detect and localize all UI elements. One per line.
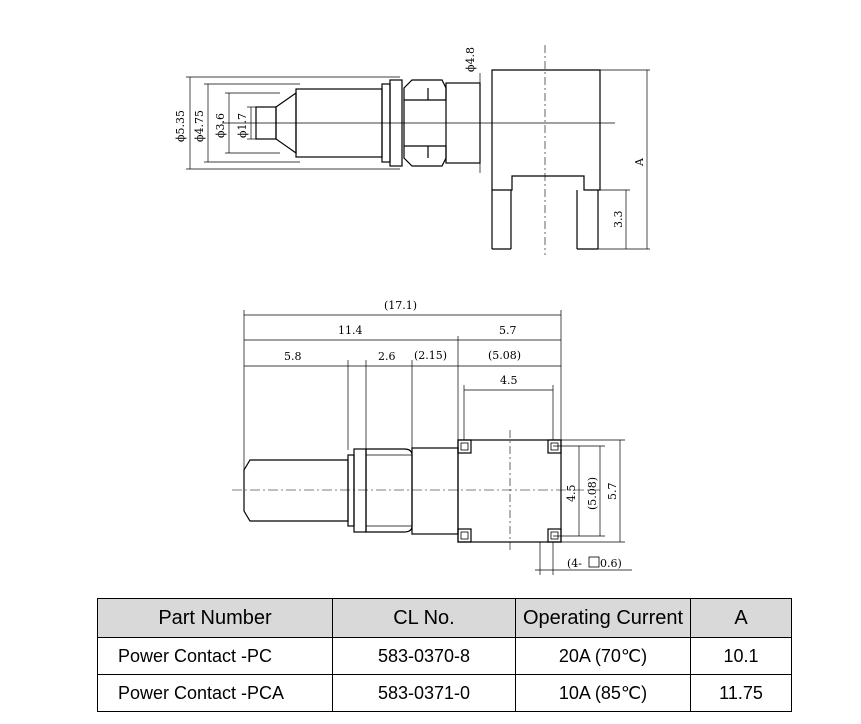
dim-5-7-top: 5.7 [499, 324, 517, 337]
dim-phi-1-7: ϕ1.7 [236, 113, 249, 138]
header-part-number: Part Number [97, 598, 333, 638]
spec-table: Part Number CL No. Operating Current A P… [97, 598, 792, 712]
cell-part-number: Power Contact -PCA [97, 674, 333, 712]
dim-5-08-top: (5.08) [488, 349, 521, 362]
header-a: A [690, 598, 792, 638]
cell-part-number: Power Contact -PC [97, 637, 333, 675]
dim-5-7-vertical: 5.7 [606, 483, 619, 501]
dim-5-8: 5.8 [284, 350, 302, 363]
dim-4-5-horizontal: 4.5 [500, 374, 518, 387]
dim-4-5-vertical: 4.5 [565, 485, 578, 503]
dim-pin-prefix: (4- [567, 557, 582, 570]
cell-a: 11.75 [690, 674, 792, 712]
dim-phi-4-75: ϕ4.75 [193, 110, 206, 142]
dim-phi-3-6: ϕ3.6 [214, 113, 227, 138]
cell-cl-no: 583-0370-8 [332, 637, 516, 675]
dim-11-4: 11.4 [338, 324, 363, 337]
dim-total-17-1: (17.1) [384, 299, 417, 312]
side-view [232, 310, 632, 575]
dim-2-15: (2.15) [414, 349, 447, 362]
table-header-row: Part Number CL No. Operating Current A [97, 598, 792, 638]
dim-3-3: 3.3 [612, 211, 625, 229]
table-row: Power Contact -PC 583-0370-8 20A (70℃) 1… [97, 637, 792, 675]
dim-phi-4-8: ϕ4.8 [464, 47, 477, 72]
dim-2-6: 2.6 [378, 350, 396, 363]
header-cl-no: CL No. [332, 598, 516, 638]
table-row: Power Contact -PCA 583-0371-0 10A (85℃) … [97, 674, 792, 712]
dim-phi-5-35: ϕ5.35 [174, 110, 187, 142]
dim-5-08-vertical: (5.08) [586, 477, 599, 510]
dim-a: A [633, 157, 646, 167]
top-view [186, 45, 650, 255]
cell-cl-no: 583-0371-0 [332, 674, 516, 712]
cell-a: 10.1 [690, 637, 792, 675]
header-operating-current: Operating Current [515, 598, 691, 638]
technical-drawing: ϕ5.35 ϕ4.75 ϕ3.6 ϕ1.7 ϕ4.8 A 3.3 (17.1) … [174, 45, 650, 575]
cell-operating-current: 10A (85℃) [515, 674, 691, 712]
dim-pin-suffix: 0.6) [600, 557, 622, 570]
cell-operating-current: 20A (70℃) [515, 637, 691, 675]
